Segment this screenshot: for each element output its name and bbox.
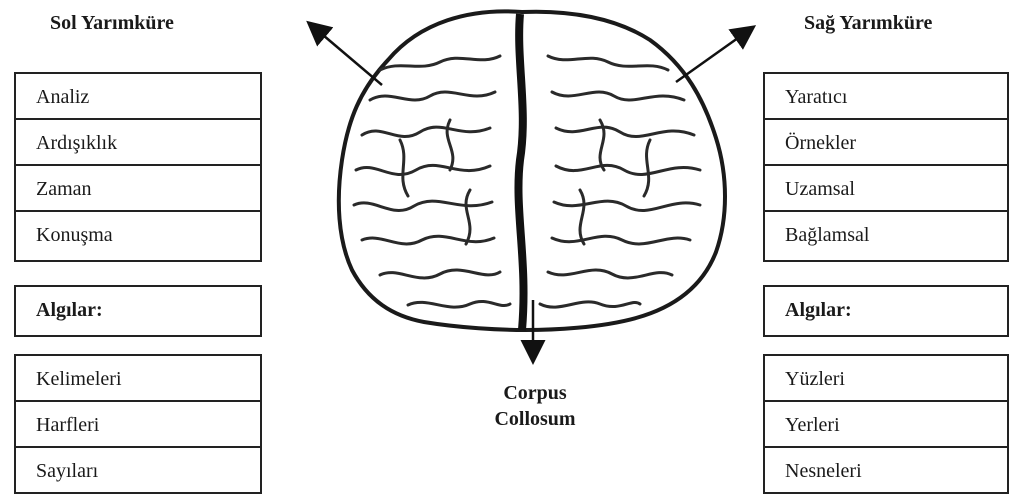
right-function-item: Bağlamsal (765, 212, 1007, 256)
left-hemisphere-heading: Sol Yarımküre (50, 12, 174, 35)
right-functions-box: Yaratıcı Örnekler Uzamsal Bağlamsal (763, 72, 1009, 262)
right-perception-item: Yüzleri (765, 356, 1007, 402)
left-functions-box: Analiz Ardışıklık Zaman Konuşma (14, 72, 262, 262)
right-perception-item: Nesneleri (765, 448, 1007, 492)
right-function-item: Uzamsal (765, 166, 1007, 212)
left-function-item: Analiz (16, 74, 260, 120)
right-function-item: Örnekler (765, 120, 1007, 166)
right-perception-item: Yerleri (765, 402, 1007, 448)
left-function-item: Ardışıklık (16, 120, 260, 166)
right-perception-heading: Algılar: (765, 287, 1007, 335)
longitudinal-fissure (518, 14, 523, 330)
right-perceptions-box: Yüzleri Yerleri Nesneleri (763, 354, 1009, 494)
left-perception-item: Sayıları (16, 448, 260, 492)
left-function-item: Zaman (16, 166, 260, 212)
corpus-callosum-label: Corpus Collosum (450, 380, 620, 432)
right-perception-heading-box: Algılar: (763, 285, 1009, 337)
left-function-item: Konuşma (16, 212, 260, 256)
left-hemisphere-folds (354, 56, 510, 307)
left-perception-item: Harfleri (16, 402, 260, 448)
right-function-item: Yaratıcı (765, 74, 1007, 120)
arrow-to-right-heading (676, 28, 752, 82)
left-perception-item: Kelimeleri (16, 356, 260, 402)
right-hemisphere-folds (540, 56, 700, 307)
left-perceptions-box: Kelimeleri Harfleri Sayıları (14, 354, 262, 494)
corpus-label-line2: Collosum (450, 406, 620, 432)
left-perception-heading-box: Algılar: (14, 285, 262, 337)
left-perception-heading: Algılar: (16, 287, 260, 335)
right-hemisphere-heading: Sağ Yarımküre (804, 12, 932, 35)
corpus-label-line1: Corpus (450, 380, 620, 406)
arrow-to-left-heading (310, 24, 382, 85)
